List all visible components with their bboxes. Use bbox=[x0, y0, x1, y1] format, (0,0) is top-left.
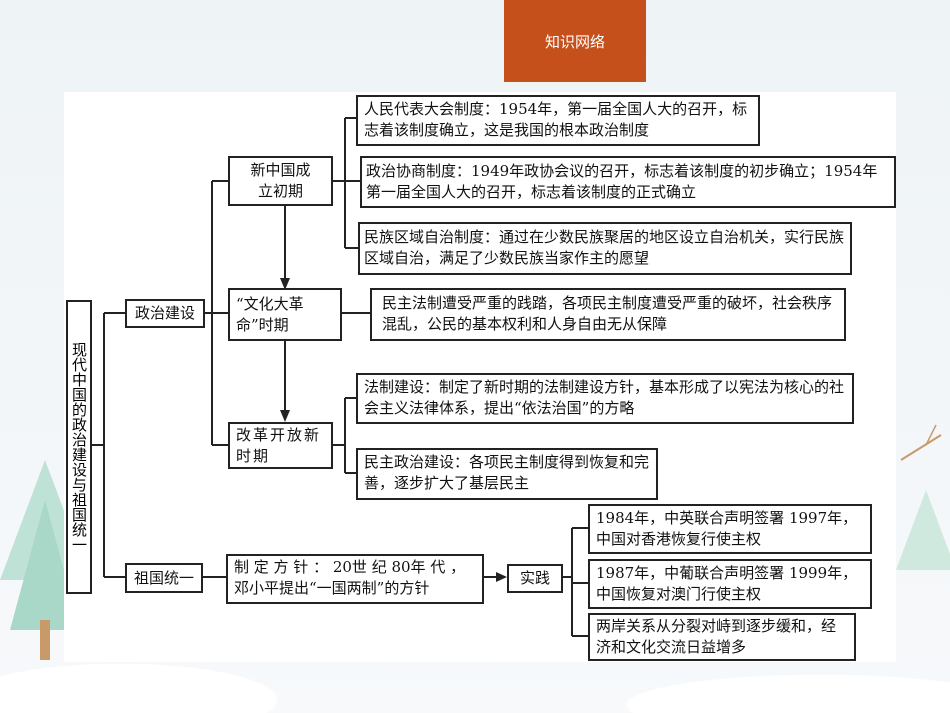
period-reform: 改革开放新时期 bbox=[228, 422, 333, 469]
branch-politics: 政治建设 bbox=[125, 299, 205, 328]
period-cultural-revolution: “文化大革命”时期 bbox=[228, 288, 342, 341]
practice-taiwan: 两岸关系从分裂对峙到逐步缓和，经济和文化交流日益增多 bbox=[588, 613, 856, 661]
unification-policy: 制 定 方 针 ： 20世 纪 80年 代 ，邓小平提出“一国两制”的方针 bbox=[226, 554, 484, 604]
detail-legal-construction: 法制建设：制定了新时期的法制建设方针，基本形成了以宪法为核心的社会主义法律体系，… bbox=[356, 373, 854, 424]
page-title: 知识网络 bbox=[504, 0, 646, 82]
detail-npc-system: 人民代表大会制度：1954年，第一届全国人大的召开，标志着该制度确立，这是我国的… bbox=[356, 95, 760, 146]
detail-cultural-revolution-damage: 民主法制遭受严重的践踏，各项民主制度遭受严重的破坏，社会秩序混乱，公民的基本权利… bbox=[370, 288, 846, 341]
branch-unification: 祖国统一 bbox=[125, 563, 203, 593]
detail-cppcc-system: 政治协商制度：1949年政协会议的召开，标志着该制度的初步确立；1954年第一届… bbox=[360, 156, 896, 208]
unification-practice: 实践 bbox=[507, 564, 563, 593]
period-founding: 新中国成立初期 bbox=[228, 156, 333, 206]
detail-autonomy-system: 民族区域自治制度：通过在少数民族聚居的地区设立自治机关，实行民族区域自治，满足了… bbox=[358, 222, 852, 275]
root-topic: 现代中国的政治建设与祖国统一 bbox=[66, 300, 92, 594]
tree-decoration-right bbox=[896, 424, 950, 570]
practice-hongkong: 1984年，中英联合声明签署 1997年，中国对香港恢复行使主权 bbox=[588, 504, 872, 554]
practice-macao: 1987年，中葡联合声明签署 1999年，中国恢复对澳门行使主权 bbox=[588, 559, 872, 609]
detail-democratic-construction: 民主政治建设：各项民主制度得到恢复和完善，逐步扩大了基层民主 bbox=[356, 448, 658, 500]
